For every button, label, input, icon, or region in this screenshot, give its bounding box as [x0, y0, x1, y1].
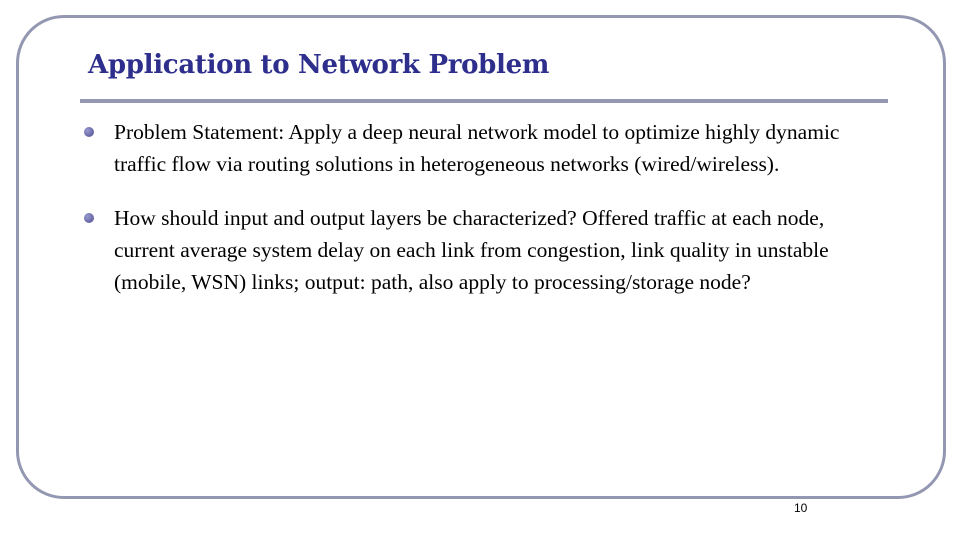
- slide-frame: [16, 15, 946, 499]
- bullet-text: How should input and output layers be ch…: [114, 206, 829, 294]
- bullet-dot-icon: [84, 127, 94, 137]
- bullet-item-problem-statement: Problem Statement: Apply a deep neural n…: [80, 116, 870, 180]
- page-number: 10: [794, 501, 808, 515]
- slide-title: Application to Network Problem: [88, 50, 550, 80]
- title-underline-divider: [80, 99, 888, 103]
- bullet-dot-icon: [84, 213, 94, 223]
- bullet-list: Problem Statement: Apply a deep neural n…: [80, 116, 870, 298]
- bullet-item-layer-characterization: How should input and output layers be ch…: [80, 202, 870, 298]
- bullet-text: Problem Statement: Apply a deep neural n…: [114, 120, 840, 176]
